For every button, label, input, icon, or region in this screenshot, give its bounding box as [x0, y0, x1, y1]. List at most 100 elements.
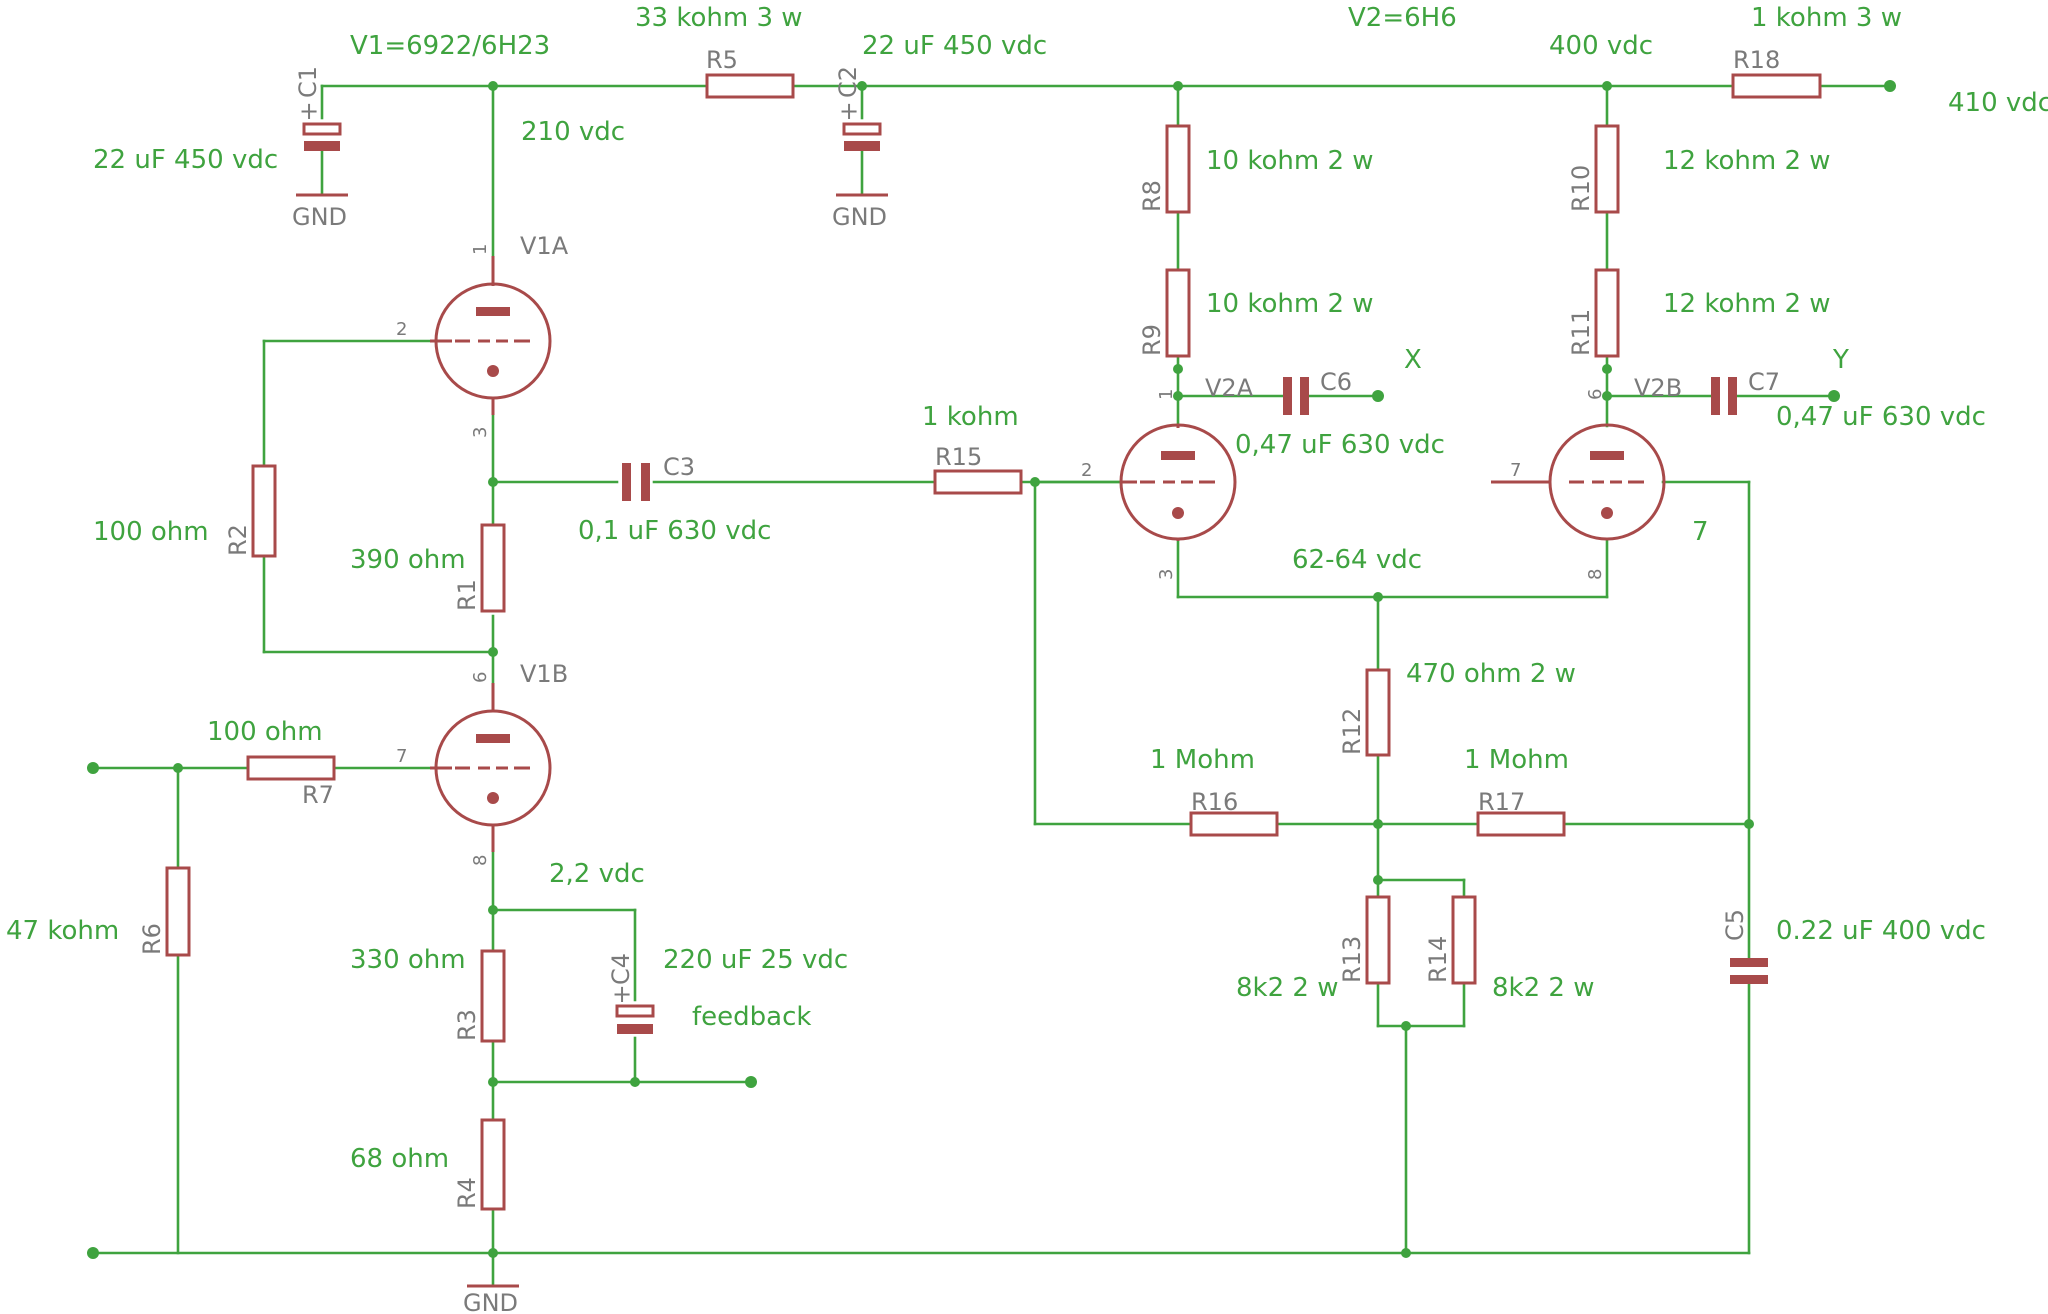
- pin-number: 2: [1081, 460, 1092, 481]
- resistor-r13: [1365, 895, 1391, 985]
- resistor-r17: [1476, 811, 1566, 837]
- c2-plus: +: [839, 97, 859, 125]
- pin-number: 1: [470, 244, 491, 255]
- c3-value: 0,1 uF 630 vdc: [578, 516, 771, 546]
- r9-value: 10 kohm 2 w: [1206, 289, 1374, 319]
- output-y-label: Y: [1832, 345, 1849, 375]
- r2-ref: R2: [224, 524, 252, 556]
- junction: [1373, 592, 1383, 602]
- r3-value: 330 ohm: [350, 945, 466, 975]
- v2a-label: V2A: [1205, 374, 1254, 402]
- voltage-410: 410 vdc: [1948, 88, 2048, 118]
- resistor-r1: [480, 523, 506, 613]
- junction: [173, 763, 183, 773]
- r12-ref: R12: [1338, 708, 1366, 755]
- c4-ref: C4: [607, 953, 635, 985]
- r2-value: 100 ohm: [93, 517, 209, 547]
- junction: [488, 477, 498, 487]
- junction: [1401, 1021, 1411, 1031]
- r18-value: 1 kohm 3 w: [1751, 3, 1902, 33]
- c1-ref: C1: [294, 66, 322, 98]
- junction: [1373, 819, 1383, 829]
- v1-type-label: V1=6922/6H23: [350, 31, 550, 61]
- junction: [1744, 819, 1754, 829]
- pin-number: 7: [396, 746, 407, 767]
- output-x-label: X: [1404, 345, 1422, 375]
- r9-ref: R9: [1138, 324, 1166, 356]
- junction: [745, 1076, 757, 1088]
- r13-ref: R13: [1338, 936, 1366, 983]
- v1b-label: V1B: [520, 660, 568, 688]
- tube-v2b: [1491, 423, 1666, 541]
- r13-value: 8k2 2 w: [1236, 973, 1338, 1003]
- r8-ref: R8: [1138, 180, 1166, 212]
- resistor-r11: [1594, 268, 1620, 358]
- c4-value: 220 uF 25 vdc: [663, 945, 848, 975]
- pin-number: 3: [470, 427, 491, 438]
- c2-value: 22 uF 450 vdc: [862, 31, 1047, 61]
- junctions: [87, 80, 1896, 1259]
- capacitor-c7: [1711, 377, 1737, 415]
- r17-value: 1 Mohm: [1464, 745, 1569, 775]
- r14-value: 8k2 2 w: [1492, 973, 1594, 1003]
- pin-number: 7: [1510, 460, 1521, 481]
- pin-number: 2: [396, 319, 407, 340]
- resistor-r3: [480, 949, 506, 1043]
- tube-v2a: [1119, 423, 1237, 541]
- junction: [1602, 391, 1612, 401]
- r15-ref: R15: [935, 443, 982, 471]
- r6-value: 47 kohm: [6, 916, 119, 946]
- capacitor-c6: [1283, 377, 1309, 415]
- r17-ref: R17: [1478, 788, 1525, 816]
- resistor-r8: [1165, 124, 1191, 214]
- r16-ref: R16: [1191, 788, 1238, 816]
- feedback-label: feedback: [692, 1002, 811, 1032]
- junction: [488, 81, 498, 91]
- r12-value: 470 ohm 2 w: [1406, 659, 1576, 689]
- r8-value: 10 kohm 2 w: [1206, 146, 1374, 176]
- junction: [857, 81, 867, 91]
- capacitor-c1: [302, 122, 342, 151]
- junction: [87, 1247, 99, 1259]
- voltage-400: 400 vdc: [1549, 31, 1653, 61]
- r4-value: 68 ohm: [350, 1144, 449, 1174]
- ground-symbols: [296, 193, 888, 1288]
- pin-number: 6: [470, 672, 491, 683]
- r1-value: 390 ohm: [350, 545, 466, 575]
- pin-number: 8: [470, 855, 491, 866]
- junction: [1372, 390, 1384, 402]
- r7-value: 100 ohm: [207, 717, 323, 747]
- c6-ref: C6: [1320, 368, 1352, 396]
- v2b-pin7-label: 7: [1692, 517, 1709, 547]
- junction: [87, 762, 99, 774]
- junction: [1884, 80, 1896, 92]
- junction: [630, 1077, 640, 1087]
- c5-ref: C5: [1721, 909, 1749, 941]
- resistors: [165, 73, 1822, 1211]
- resistor-r2: [251, 464, 277, 558]
- r16-value: 1 Mohm: [1150, 745, 1255, 775]
- c5-value: 0.22 uF 400 vdc: [1776, 916, 1986, 946]
- junction: [1602, 364, 1612, 374]
- r14-ref: R14: [1424, 936, 1452, 983]
- gnd-label-c2: GND: [832, 203, 887, 231]
- capacitor-c4: [615, 1004, 655, 1034]
- v2-type-label: V2=6H6: [1348, 3, 1457, 33]
- r11-ref: R11: [1567, 309, 1595, 356]
- junction: [1401, 1248, 1411, 1258]
- pin-number: 3: [1156, 569, 1177, 580]
- c7-ref: C7: [1748, 368, 1780, 396]
- tube-v1b: [430, 683, 552, 852]
- c2-ref: C2: [834, 66, 862, 98]
- junction: [1030, 477, 1040, 487]
- junction: [488, 1077, 498, 1087]
- c7-value: 0,47 uF 630 vdc: [1776, 402, 1986, 432]
- voltage-210: 210 vdc: [521, 117, 625, 147]
- resistor-r12: [1365, 668, 1391, 757]
- junction: [1173, 81, 1183, 91]
- resistor-r5: [705, 73, 795, 99]
- r5-ref: R5: [706, 46, 738, 74]
- r4-ref: R4: [453, 1177, 481, 1209]
- resistor-r18: [1731, 73, 1822, 99]
